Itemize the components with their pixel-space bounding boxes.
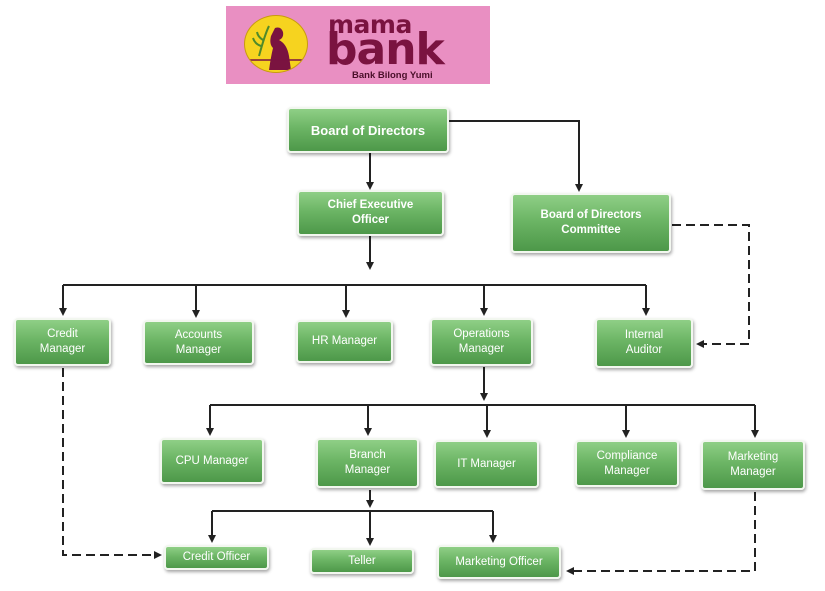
- node-operations-manager: Operations Manager: [430, 318, 533, 366]
- line-board-committee: [448, 120, 583, 192]
- dashed-credit-officer: [62, 368, 162, 559]
- woman-emblem-icon: [244, 15, 308, 73]
- dashed-marketing-officer: [566, 492, 756, 575]
- node-it-manager: IT Manager: [434, 440, 539, 488]
- node-branch-manager: Branch Manager: [316, 438, 419, 488]
- node-board-of-directors: Board of Directors: [287, 107, 449, 153]
- node-board-of-directors-committee: Board of Directors Committee: [511, 193, 671, 253]
- node-teller: Teller: [310, 548, 414, 574]
- node-marketing-officer: Marketing Officer: [437, 545, 561, 579]
- node-cpu-manager: CPU Manager: [160, 438, 264, 484]
- node-credit-officer: Credit Officer: [164, 545, 269, 570]
- mama-bank-logo: mama bank Bank Bilong Yumi: [226, 6, 490, 84]
- node-hr-manager: HR Manager: [296, 320, 393, 363]
- node-accounts-manager: Accounts Manager: [143, 320, 254, 365]
- node-chief-executive-officer: Chief Executive Officer: [297, 190, 444, 236]
- node-marketing-manager: Marketing Manager: [701, 440, 805, 490]
- node-internal-auditor: Internal Auditor: [595, 318, 693, 368]
- node-compliance-manager: Compliance Manager: [575, 440, 679, 487]
- logo-tagline: Bank Bilong Yumi: [352, 70, 433, 81]
- logo-mama-text: mama: [328, 10, 412, 39]
- logo-bank-text: bank: [326, 24, 445, 75]
- node-credit-manager: Credit Manager: [14, 318, 111, 366]
